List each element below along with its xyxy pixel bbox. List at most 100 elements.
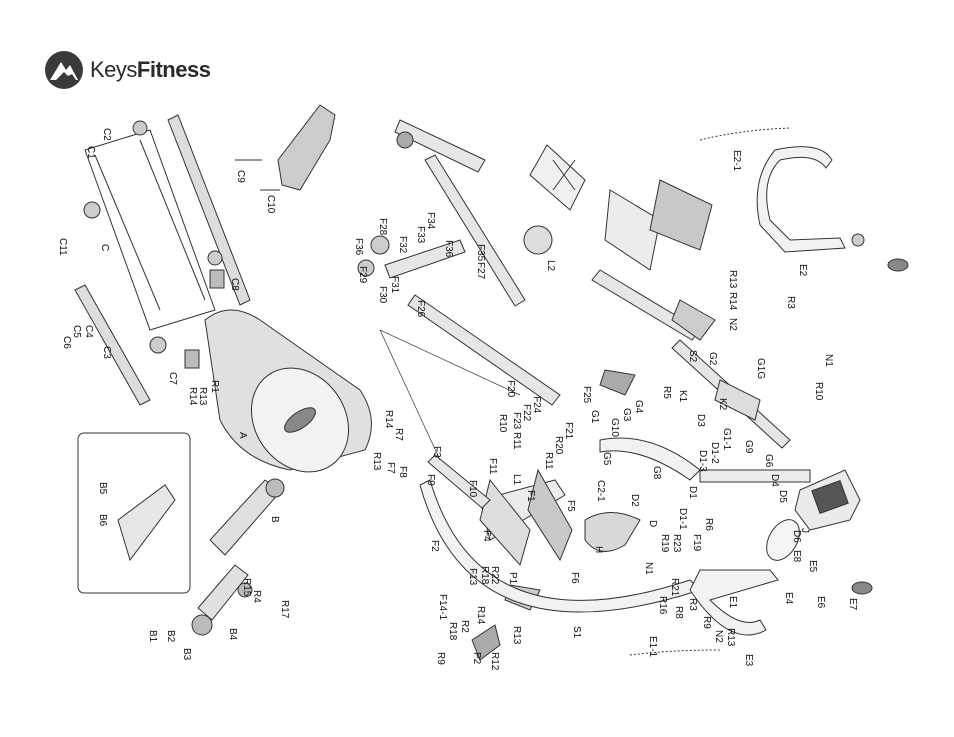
main-housing-a	[204, 309, 372, 473]
part-label: G1	[589, 410, 600, 424]
part-label: F36	[443, 240, 454, 258]
part-label: C5	[71, 325, 82, 338]
part-label: D1-1	[677, 508, 688, 530]
part-label: C8	[229, 278, 240, 291]
part-label: C6	[61, 336, 72, 349]
part-label: R15	[241, 578, 252, 597]
part-label: D2	[629, 494, 640, 507]
part-label: F28	[377, 218, 388, 236]
part-label: E1-1	[647, 636, 658, 658]
seat-h	[584, 512, 641, 552]
part-label: R16	[657, 596, 668, 615]
part-label: K2	[717, 398, 728, 411]
part-label: R20	[553, 436, 564, 455]
part-label: F3	[431, 446, 442, 458]
part-label: A	[237, 432, 248, 439]
part-label: F8	[397, 466, 408, 478]
part-label: R10	[497, 414, 508, 433]
part-label: F30	[377, 286, 388, 304]
part-label: R18	[479, 566, 490, 585]
part-label: F34	[425, 212, 436, 230]
part-label: R13	[197, 387, 208, 406]
part-label: C3	[101, 346, 112, 359]
part-label: B	[269, 516, 280, 523]
part-label: R14	[383, 410, 394, 429]
upper-handlebar-e2	[756, 146, 909, 272]
part-label: N1	[823, 354, 834, 367]
part-label: N2	[713, 630, 724, 643]
part-label: G8	[651, 466, 662, 480]
part-label: R11	[543, 452, 554, 470]
part-label: P2	[471, 652, 482, 665]
part-label: E8	[791, 550, 802, 563]
part-label: R13	[511, 626, 522, 645]
part-label: D1-2	[709, 442, 720, 464]
part-label: F23	[511, 412, 522, 430]
part-labels: C1 C2 C9 C10 C C11 C8 C5 C4 C6 C3 C7 R1 …	[57, 128, 858, 671]
front-stabilizer-b	[191, 478, 285, 636]
keys-fitness-mark-icon	[45, 51, 83, 89]
part-label: R19	[659, 534, 670, 553]
part-label: G9	[743, 440, 754, 454]
part-label: R14	[475, 606, 486, 625]
part-label: E2	[797, 264, 808, 277]
part-label: L1	[511, 474, 522, 486]
brand-wordmark: KeysFitness	[90, 57, 211, 83]
console-j	[766, 469, 861, 561]
cable-e1-1	[629, 649, 721, 656]
part-label: F29	[357, 266, 368, 284]
part-label: R14	[727, 292, 738, 311]
part-label: L2	[545, 260, 556, 272]
part-label: B1	[147, 630, 158, 643]
part-label: F13	[467, 568, 478, 586]
part-label: R1	[209, 380, 220, 393]
part-label: R14	[187, 387, 198, 406]
part-label: E4	[783, 592, 794, 605]
part-label: R11	[511, 432, 522, 450]
part-label: B3	[181, 648, 192, 661]
part-label: R10	[813, 382, 824, 401]
part-label: F36	[353, 238, 364, 256]
part-label: S2	[687, 350, 698, 363]
part-label: F22	[521, 404, 532, 422]
part-label: D3	[695, 414, 706, 427]
part-label: F31	[389, 276, 400, 294]
part-label: S1	[571, 626, 582, 639]
part-label: E1	[727, 596, 738, 609]
part-label: C11	[57, 238, 68, 256]
part-label: R5	[661, 386, 672, 399]
cable-e2-1	[699, 127, 791, 141]
part-label: D1-3	[697, 450, 708, 472]
part-label: F35	[475, 244, 486, 262]
part-label: G4	[633, 400, 644, 414]
part-label: D1	[687, 486, 698, 499]
part-label: R13	[725, 628, 736, 647]
part-label: N2	[727, 318, 738, 331]
part-label: H	[593, 546, 604, 553]
part-label: D5	[777, 490, 788, 503]
part-label: C	[99, 244, 110, 251]
part-label: D	[647, 520, 658, 527]
part-label: C1	[85, 146, 96, 159]
part-label: R12	[489, 652, 500, 671]
rear-cover-c9	[277, 104, 336, 191]
part-label: G1-1	[721, 428, 732, 451]
part-label: F5	[565, 500, 576, 512]
part-label: B2	[165, 630, 176, 643]
pedal-assembly-right	[591, 179, 716, 396]
part-label: G10	[609, 418, 620, 437]
part-label: G1G	[755, 358, 766, 379]
part-label: R8	[673, 606, 684, 619]
part-label: R13	[371, 452, 382, 471]
part-label: F24	[531, 396, 542, 414]
part-label: F4	[481, 530, 492, 542]
part-label: R6	[703, 518, 714, 531]
part-label: B5	[97, 482, 108, 495]
part-label: F19	[691, 534, 702, 552]
part-label: F26	[415, 300, 426, 318]
part-label: E2-1	[731, 150, 742, 172]
lower-handlebar-e3	[689, 569, 873, 636]
part-label: F32	[397, 236, 408, 254]
part-label: R23	[671, 534, 682, 553]
